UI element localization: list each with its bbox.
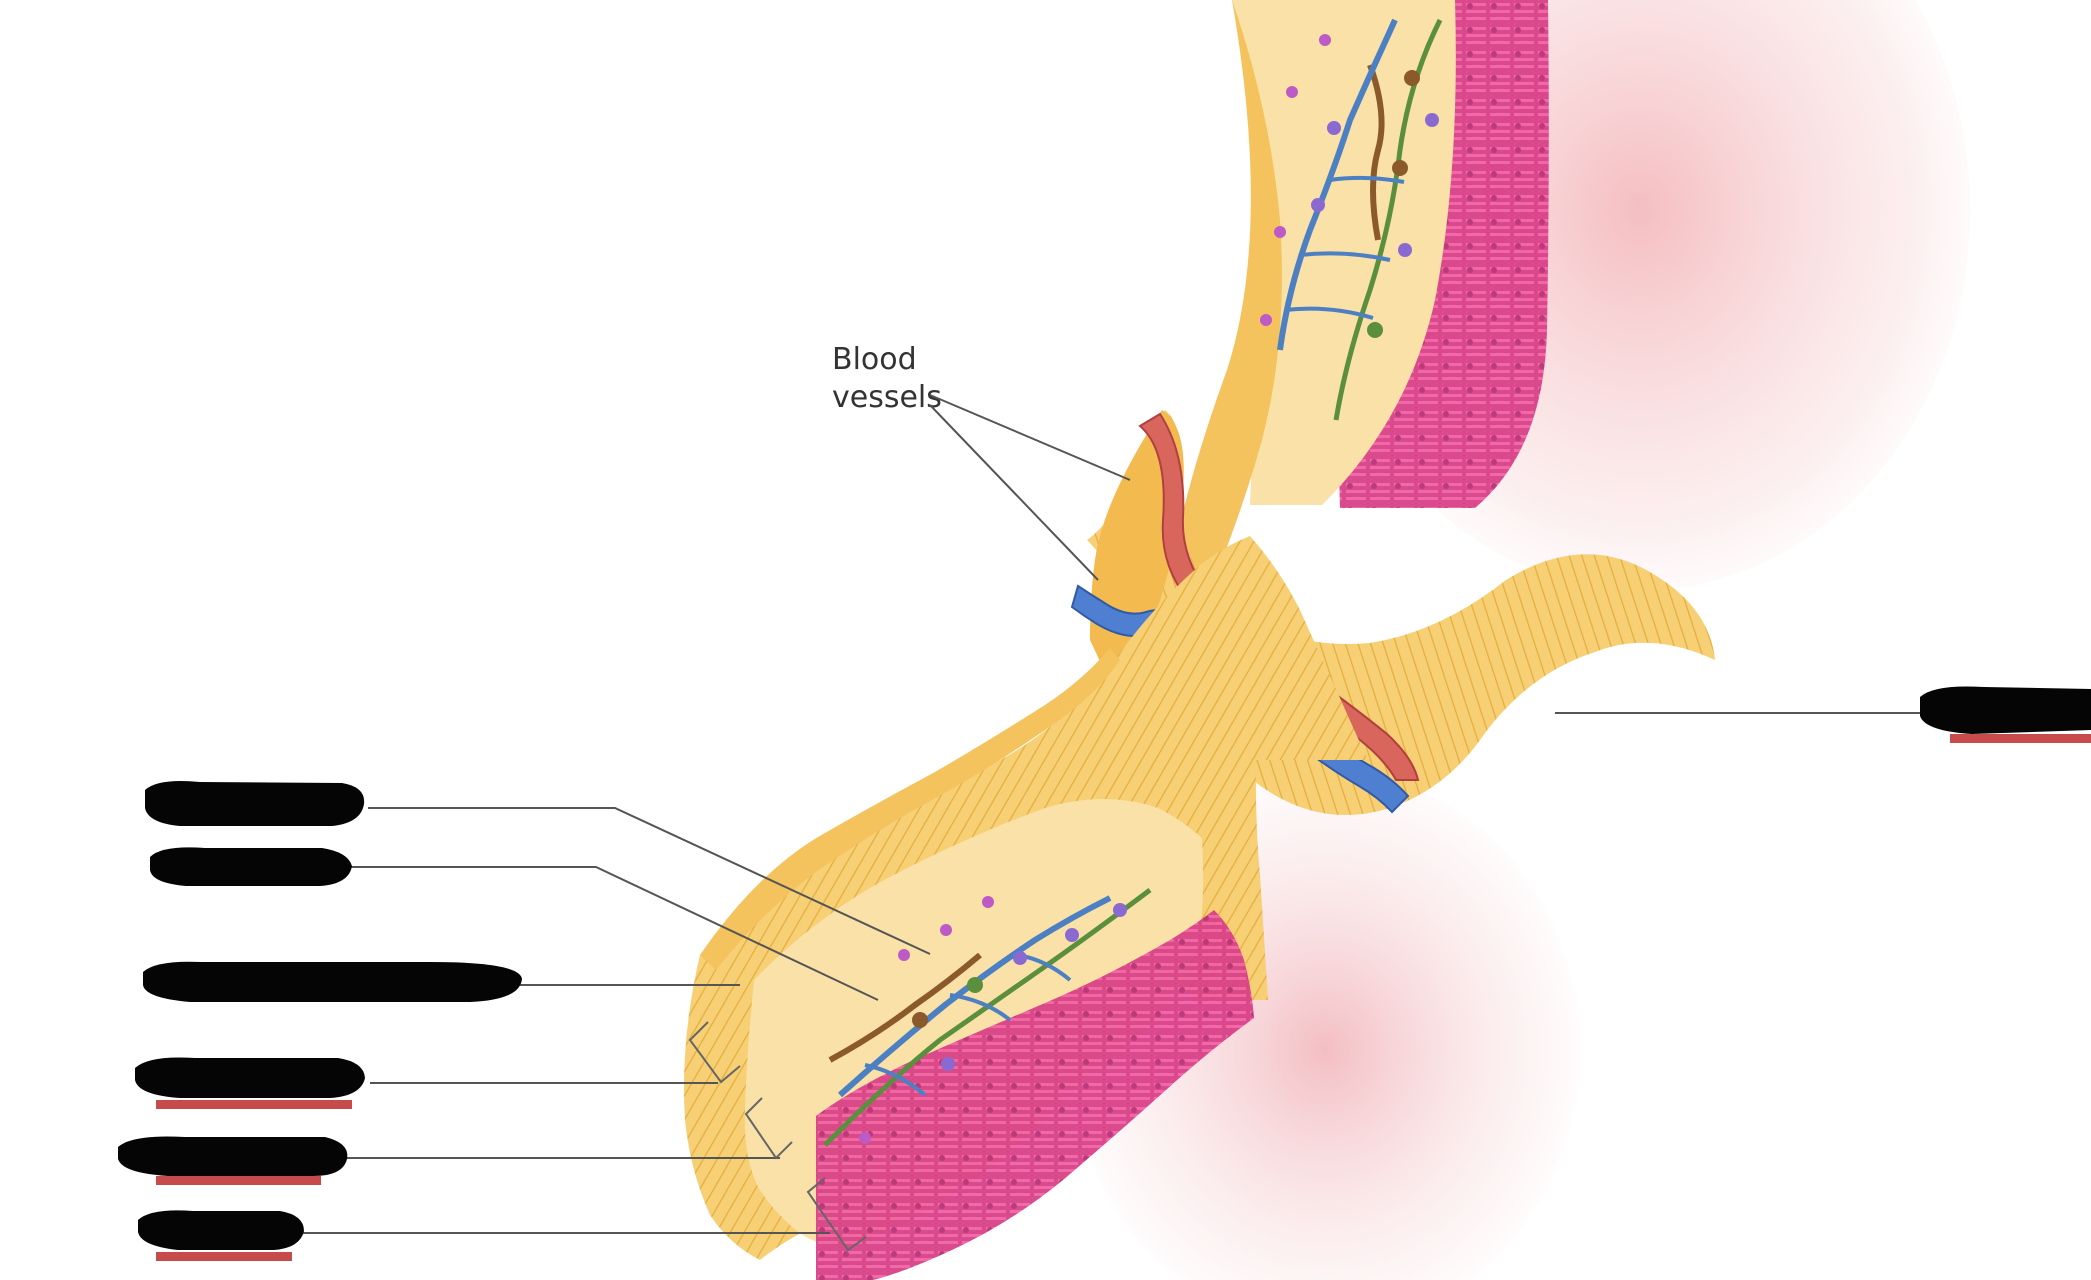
right-underline xyxy=(1950,734,2091,743)
lower-left-underline-1 xyxy=(156,1100,352,1109)
top-left-leader-1 xyxy=(368,807,931,955)
blood-vessels-leader-upper xyxy=(929,394,1131,481)
upper-neurons xyxy=(1260,18,1443,421)
lower-left-edge xyxy=(700,648,1120,970)
top-left-redaction-1 xyxy=(145,781,365,826)
blood-vessels-label-line-2: vessels xyxy=(832,380,942,415)
bracket-2 xyxy=(744,1097,793,1160)
blood-vessels-leader-lower xyxy=(929,404,1099,581)
lower-photoreceptor-band xyxy=(816,910,1254,1280)
blood-vessels-label-line-1: Blood xyxy=(832,342,917,377)
lower-left-underline-2 xyxy=(156,1176,321,1185)
bracket-3 xyxy=(806,1177,867,1252)
redactions xyxy=(118,686,2091,1261)
right-redaction xyxy=(1920,686,2091,734)
bracket-1 xyxy=(688,1021,741,1084)
lower-left-redaction-3 xyxy=(138,1210,304,1250)
blood-vessels-label: Blood vessels xyxy=(832,342,942,415)
top-left-leader-2 xyxy=(350,866,879,1001)
middle-left-redaction xyxy=(143,961,522,1002)
lower-left-redaction-1 xyxy=(135,1057,365,1098)
lower-left-redaction-2 xyxy=(118,1136,348,1176)
lower-left-underline-3 xyxy=(156,1252,292,1261)
top-left-redaction-2 xyxy=(150,847,352,886)
lower-neurons xyxy=(823,887,1152,1147)
